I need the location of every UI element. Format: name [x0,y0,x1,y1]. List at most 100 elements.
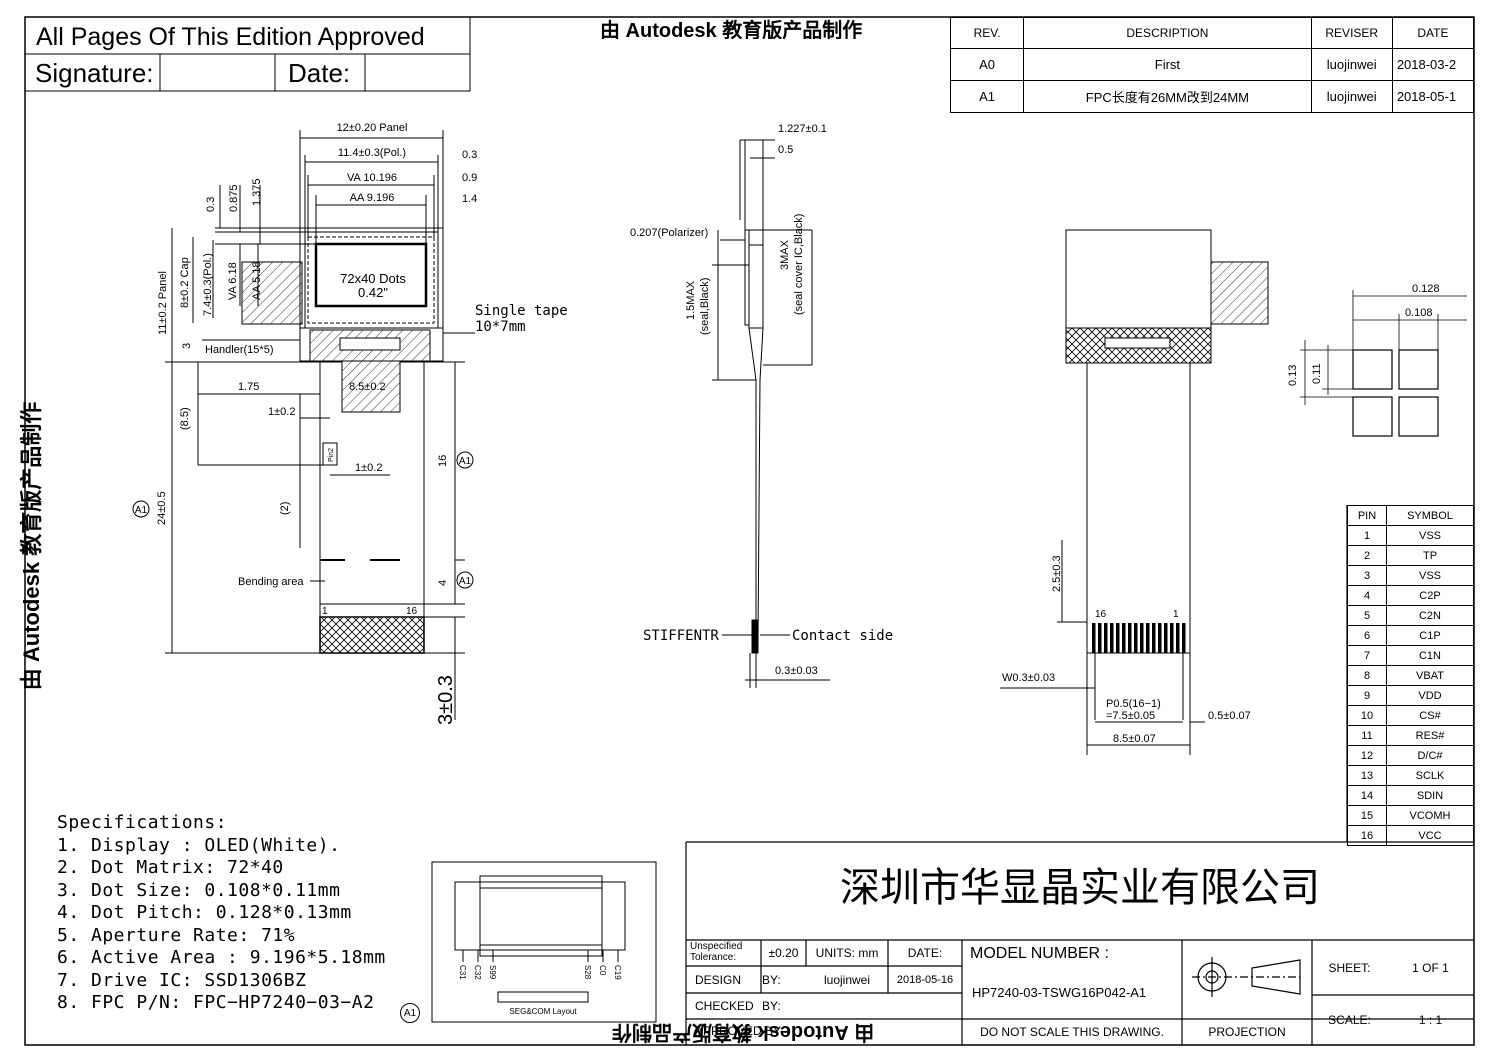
dim-3: 3 [181,343,193,349]
bending-area-label: Bending area [238,576,304,588]
tolerance-label: Unspecified Tolerance: [690,941,743,963]
back-view [1000,229,1269,755]
pin-symbol: SDIN [1386,785,1474,806]
max-1-5-seal: (seal,Black) [699,278,711,335]
pin-number: 9 [1347,685,1387,706]
contact-finger [1176,623,1180,653]
contact-finger [1152,623,1156,653]
contact-finger [1122,623,1126,653]
side-view-labels: 1.227±0.1 0.5 0.207(Polarizer) 1.5MAX (s… [630,123,893,677]
contact-side-label: Contact side [792,628,893,644]
spec-rev-mark: A1 [400,1003,420,1023]
rev-mark-circle [132,500,150,518]
dot-detail-labels: 0.128 0.108 0.13 0.11 [1287,283,1440,386]
pin-symbol: CS# [1386,705,1474,726]
dim-pitch: P0.5(16−1) [1106,698,1161,710]
seg-pin-label: C32 [473,965,482,980]
pin-symbol: VCC [1386,825,1474,846]
dim-16: 16 [437,455,449,467]
projection-symbol [1192,957,1301,997]
max-3: 3MAX [779,239,791,270]
front-view [165,130,475,720]
pin-header: PIN [1347,505,1387,526]
dim-3-0-3: 3±0.3 [435,675,457,725]
side-view [712,139,830,688]
description-header: DESCRIPTION [1023,17,1312,49]
checked-label: CHECKED [695,999,754,1013]
projection-label: PROJECTION [1208,1025,1286,1039]
pin-symbol: RES# [1386,725,1474,746]
seg-pin-label: C0 [598,965,607,976]
polarizer-label: 0.207(Polarizer) [630,227,708,239]
pin-symbol: VDD [1386,685,1474,706]
pin-symbol: D/C# [1386,745,1474,766]
spec-item: 5. Aperture Rate: 71% [57,924,296,946]
seg-pin-label: S28 [583,965,592,980]
dim-24: 24±0.5 [156,491,168,525]
reviser-header: REVISER [1310,17,1393,49]
dim-0-108: 0.108 [1405,307,1433,319]
dim-pol-height: 7.4±0.3(Pol.) [202,253,214,316]
contact-finger [1158,623,1162,653]
dim-panel-width: 12±0.20 Panel [337,122,408,134]
contact-finger [1182,623,1186,653]
spec-item: 6. Active Area : 9.196*5.18mm [57,947,386,968]
handler-label: Handler(15*5) [205,344,273,356]
pin-number: 11 [1347,725,1387,746]
dim-0-13: 0.13 [1287,365,1299,386]
back-pin-1: 1 [1173,609,1179,620]
max-1-5: 1.5MAX [685,280,697,320]
signature-label: Signature: [35,58,154,88]
contact-finger [1110,623,1114,653]
table-row: A0 First luojinwei 2018-03-2 [949,48,1475,81]
dim-pitch-total: =7.5±0.05 [1106,710,1155,722]
back-view-labels: 2.5±0.3 16 1 W0.3±0.03 P0.5(16−1) =7.5±0… [1002,555,1251,745]
company-name: 深圳市华显晶实业有限公司 [840,865,1320,911]
pin-symbol: VBAT [1386,665,1474,686]
contact-finger [1092,623,1096,653]
dim-0-5-0-07: 0.5±0.07 [1208,710,1251,722]
dim-panel-height: 11±0.2 Panel [157,271,169,335]
design-date: 2018-05-16 [896,973,954,986]
spec-item: 3. Dot Size: 0.108*0.11mm [57,879,341,901]
scale-label: SCALE: [1328,1013,1371,1027]
dim-0-3: 0.3 [462,149,477,161]
dim-cap: 8±0.2 Cap [179,257,191,308]
center-label-size: 0.42" [358,285,388,300]
dim-aa-height: AA 5.18 [251,261,263,300]
symbol-header: SYMBOL [1386,505,1474,526]
contact-finger [1128,623,1132,653]
pin-number: 7 [1347,645,1387,666]
dim-v-1-375: 1.375 [251,178,263,206]
design-by: luojinwei [823,972,871,987]
model-number: HP7240-03-TSWG16P042-A1 [972,985,1147,1000]
dim-1-227: 1.227±0.1 [778,123,827,135]
rev-header: REV. [949,17,1025,49]
dim-pol-width: 11.4±0.3(Pol.) [338,147,406,159]
pin-number: 16 [1347,825,1387,846]
contact-finger [1098,623,1102,653]
pin2-label: Pin2 [328,448,335,462]
back-pin-16: 16 [1095,609,1107,620]
model-label: MODEL NUMBER : [970,945,1109,962]
dot-detail [1300,290,1467,437]
pin-symbol: VSS [1386,565,1474,586]
dim-1-75: 1.75 [238,381,259,393]
revision-table: REV. DESCRIPTION REVISER DATE A0 First l… [949,17,1475,113]
dim-0-11: 0.11 [1311,363,1323,384]
dim-2-paren: (2) [279,502,291,515]
